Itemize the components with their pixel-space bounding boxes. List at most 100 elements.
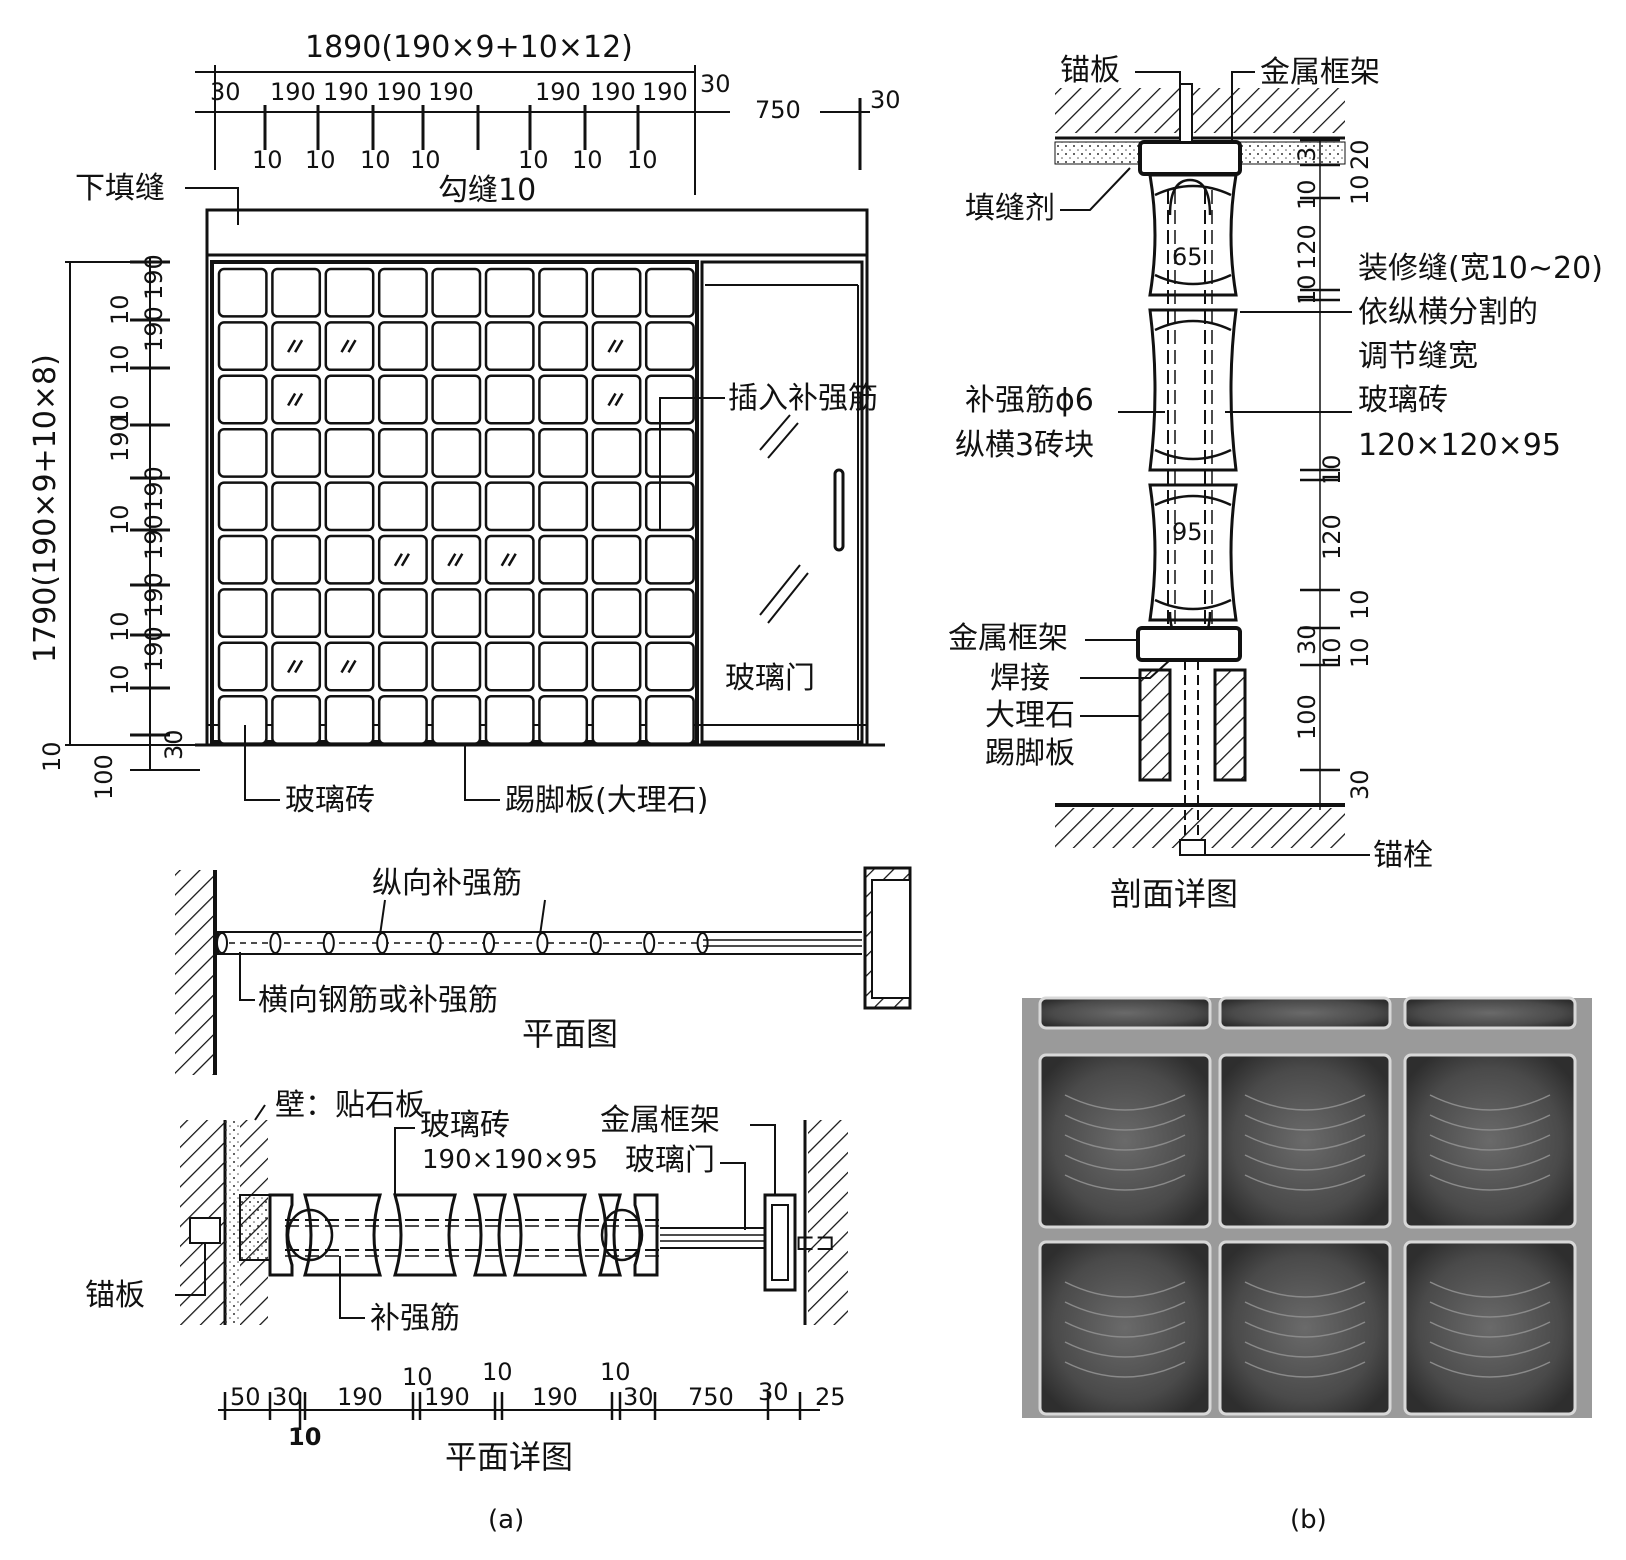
sec-dim: 10 [1318, 637, 1346, 668]
rebar-mark [322, 932, 335, 954]
left-dim: 190 [140, 254, 168, 300]
rebar-mark [376, 932, 389, 954]
pd-dim: 10 [402, 1363, 433, 1391]
glass-block-cell [271, 321, 322, 372]
glass-block-cell [644, 588, 695, 639]
pd-dim: 50 [230, 1383, 261, 1411]
top-dim: 30 [700, 70, 731, 98]
top-metal-frame [1138, 140, 1242, 176]
metal-frame-label: 金属框架 [600, 1103, 720, 1138]
elevation-view: 1890(190×9+10×12) 30 190 190 190 190 190… [28, 30, 901, 818]
section-block-bulge [1154, 273, 1232, 286]
photo-glass-block [1403, 996, 1577, 1030]
anchor-plate [189, 1217, 221, 1244]
photo-texture-line [1244, 1341, 1366, 1358]
rebar-mark [216, 932, 228, 954]
door-handle [833, 468, 845, 552]
glass-block-cell [644, 374, 695, 425]
photo-texture-line [1064, 1321, 1186, 1338]
glass-block-label: 玻璃砖 [285, 783, 375, 818]
hatch-mark [294, 659, 304, 674]
rebar-mark [589, 932, 602, 954]
photo-texture-line [1244, 1301, 1366, 1318]
hatch-mark [347, 339, 357, 353]
sec-dim: 10 [1346, 589, 1374, 620]
pd-dim: 25 [815, 1383, 846, 1411]
glass-block-cell [217, 427, 268, 478]
glass-block-cell [431, 374, 482, 425]
glass-block-cell [271, 427, 322, 478]
door-jamb-mark: ⊏⊐ [795, 1228, 835, 1256]
section-block-bulge [1154, 319, 1232, 332]
glass-block-cell [431, 588, 482, 639]
glass-block-cell [644, 427, 695, 478]
metal-frame-bottom-label: 金属框架 [948, 621, 1068, 656]
glass-block-cell [538, 481, 589, 532]
caption-b: (b) [1290, 1505, 1327, 1535]
glass-block-cell [377, 588, 428, 639]
photo-texture-line [1429, 1154, 1551, 1171]
glass-block-cell [217, 694, 268, 745]
glass-block-cell [538, 374, 589, 425]
hatch-mark [500, 553, 510, 567]
marble-skirting-left [1138, 668, 1172, 782]
section-title: 剖面详图 [1110, 875, 1238, 913]
bottom-fill-joint-label: 下填缝 [75, 171, 165, 206]
photo-texture-line [1429, 1094, 1551, 1111]
glass-block-cell [217, 534, 268, 585]
glass-block-cell [431, 641, 482, 692]
glass-block-size: 120×120×95 [1358, 428, 1561, 463]
left-dim: 30 [160, 729, 188, 760]
left-dim: 190 [140, 572, 168, 618]
glass-block-cell [484, 481, 535, 532]
photo-texture-line [1429, 1321, 1551, 1338]
hatch-mark [340, 339, 350, 353]
sec-dim: 20 [1346, 139, 1374, 170]
photo-texture-line [1064, 1134, 1186, 1151]
left-dim: 10 [106, 294, 134, 325]
top-dim: 190 [642, 78, 688, 106]
pd-dim: 30 [623, 1383, 654, 1411]
glass-block-cell [324, 694, 375, 745]
glass-block-cell [591, 481, 642, 532]
glass-block-cell [271, 694, 322, 745]
section-block-bulge [1154, 184, 1232, 197]
glass-block-size: 190×190×95 [422, 1145, 598, 1175]
glass-door-label: 玻璃门 [625, 1143, 715, 1178]
anchor-bolt [1179, 839, 1206, 856]
glass-block-cell [271, 534, 322, 585]
glass-block-cell [484, 427, 535, 478]
photo-texture-line [1429, 1301, 1551, 1318]
photo-texture-line [1064, 1301, 1186, 1318]
section-block [1148, 308, 1238, 472]
joint-dim: 10 [627, 146, 658, 174]
photo-glass-block [1218, 1053, 1392, 1229]
glass-block-cell [377, 641, 428, 692]
anchor-bolt-label: 锚栓 [1373, 838, 1433, 873]
anchor-plate-label: 锚板 [85, 1278, 145, 1313]
photo-texture-line [1244, 1114, 1366, 1131]
glass-block-label: 玻璃砖 [420, 1108, 510, 1143]
glass-block-cell [484, 534, 535, 585]
glass-block-cell [271, 267, 322, 318]
section-block [1148, 483, 1238, 622]
glass-block-cell [377, 374, 428, 425]
hatch-mark [287, 659, 297, 674]
marble-label-1: 大理石 [985, 698, 1075, 733]
decor-joint-label: 装修缝(宽10~20) [1358, 251, 1603, 286]
pd-dim: 30 [272, 1383, 303, 1411]
anchor-plate-label: 锚板 [1060, 53, 1120, 88]
photo-texture-line [1244, 1154, 1366, 1171]
bottom-metal-frame [1136, 626, 1242, 662]
sec-dim: 120 [1293, 224, 1321, 270]
plan-detail-dim-ticks [223, 1392, 802, 1430]
hatch-mark [607, 339, 617, 353]
metal-frame-top-label: 金属框架 [1260, 55, 1380, 90]
glass-block-cell [644, 267, 695, 318]
joint-dim: 10 [360, 146, 391, 174]
insert-rebar-label: 插入补强筋 [728, 381, 878, 416]
hatch-mark [507, 553, 517, 567]
glass-block-cell [591, 267, 642, 318]
glass-block-cell [591, 694, 642, 745]
left-dim-ticks [130, 260, 200, 771]
